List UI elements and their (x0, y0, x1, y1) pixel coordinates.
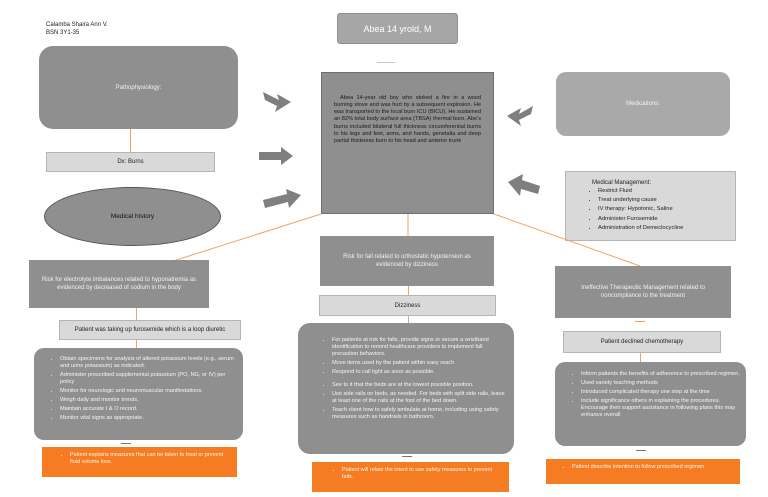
left-interventions-box: Obtain specimens for analysis of altered… (34, 348, 243, 440)
arrow-right-icon (263, 189, 301, 208)
right-cause-text: Patient declined chemotherapy (600, 339, 684, 345)
middle-interventions-box: For patients at risk for falls, provide … (298, 323, 514, 454)
middle-outcome-text: Patient will relate the intent to use sa… (342, 467, 503, 481)
case-summary-box: Abea 14-year old boy who stoked a fire i… (321, 72, 494, 214)
connector-line (408, 316, 409, 323)
middle-outcome-box: Patient will relate the intent to use sa… (312, 462, 509, 492)
left-cause-box: Patient was taking up furosemide which i… (59, 320, 241, 340)
connector-line (408, 286, 409, 295)
connector-line (640, 353, 641, 362)
middle-cause-box: Dizziness (319, 295, 496, 316)
list-item: Used variety teaching methods (581, 380, 740, 387)
list-item: Monitor vital signs as appropriate. (60, 415, 237, 422)
medical-history-ellipse: Medical history (44, 187, 221, 246)
arrow-right-icon (259, 147, 293, 165)
middle-diagnosis-text: Risk for fall related to orthostatic hyp… (343, 253, 471, 268)
right-outcome-text: Patient describe intention to follow pre… (572, 464, 734, 471)
list-item: Include significance others in explainin… (581, 398, 740, 419)
title-underline (377, 62, 395, 63)
patient-title: Abea 14 yrold, M (363, 23, 432, 34)
list-item: Maintain accurate I & O record. (60, 406, 237, 413)
right-interventions-box: Inform patients the benefits of adherenc… (555, 362, 746, 446)
arrow-left-icon (507, 106, 533, 126)
middle-diagnosis-box: Risk for fall related to orthostatic hyp… (320, 236, 494, 286)
arrow-right-icon (263, 92, 291, 112)
right-diagnosis-box: Ineffective Therapeutic Management relat… (555, 266, 731, 318)
list-item: Move items used by the patient within ea… (332, 360, 506, 367)
list-item: Inform patients the benefits of adherenc… (581, 371, 740, 378)
middle-cause-text: Dizziness (394, 302, 421, 309)
list-item: Use side rails on beds, as needed. For b… (332, 391, 506, 405)
connector-line (136, 340, 137, 348)
medical-history-label: Medical history (110, 213, 155, 220)
dash-mark (402, 456, 412, 457)
list-item: Administer prescribed supplemental potas… (60, 372, 237, 386)
list-item: Monitor for neurologic and neuromuscular… (60, 388, 237, 395)
list-item: Administration of Demeclocycline (598, 225, 729, 232)
list-item: See to it that the beds are at the lowes… (332, 382, 506, 389)
left-diagnosis-text: Risk for electrolyte imbalances related … (41, 276, 197, 291)
dash-mark (121, 443, 131, 444)
left-outcome-box: Patient explains measures that can be ta… (42, 447, 237, 477)
list-item: Respond to call light as soon as possibl… (332, 369, 506, 376)
list-item: Weigh daily and monitor trends. (60, 397, 237, 404)
list-item: IV therapy: Hypotonic, Saline (598, 206, 729, 213)
author-section: BSN 3Y1-35 (46, 30, 80, 36)
pathophysiology-box: Pathophysiology: (39, 46, 238, 129)
medications-label: Medications: (626, 101, 660, 107)
left-cause-text: Patient was taking up furosemide which i… (74, 327, 226, 333)
right-cause-box: Patient declined chemotherapy (563, 331, 721, 353)
list-item: Administer Furosemide (598, 216, 729, 223)
connector-line (136, 308, 137, 320)
diagnosis-box: Dx: Burns (46, 152, 215, 172)
arrow-left-icon (508, 174, 540, 196)
medical-management-box: Medical Management: Restrict Fluid Treat… (565, 171, 736, 241)
author-name: Calamba Shaira Ann V. (46, 22, 108, 28)
list-item: Teach client how to safely ambulate at h… (332, 407, 506, 421)
connector-line (130, 129, 131, 152)
dash-mark (635, 321, 645, 322)
left-outcome-text: Patient explains measures that can be ta… (70, 452, 231, 466)
right-outcome-box: Patient describe intention to follow pre… (546, 459, 740, 484)
dash-mark (636, 450, 646, 451)
list-item: Restrict Fluid (598, 188, 729, 195)
medical-management-title: Medical Management: (592, 180, 652, 186)
right-diagnosis-text: Ineffective Therapeutic Management relat… (581, 284, 705, 299)
medications-box: Medications: (556, 72, 730, 136)
case-summary-text: Abea 14-year old boy who stoked a fire i… (334, 95, 481, 144)
list-item: For patients at risk for falls, provide … (332, 337, 506, 358)
list-item: Treat underlying cause (598, 197, 729, 204)
diagnosis-label: Dx: Burns (117, 159, 144, 165)
pathophysiology-label: Pathophysiology: (115, 84, 162, 91)
list-item: Introduced complicated therapy one step … (581, 389, 740, 396)
left-diagnosis-box: Risk for electrolyte imbalances related … (29, 260, 209, 308)
patient-title-box: Abea 14 yrold, M (337, 13, 458, 44)
list-item: Obtain specimens for analysis of altered… (60, 356, 237, 370)
